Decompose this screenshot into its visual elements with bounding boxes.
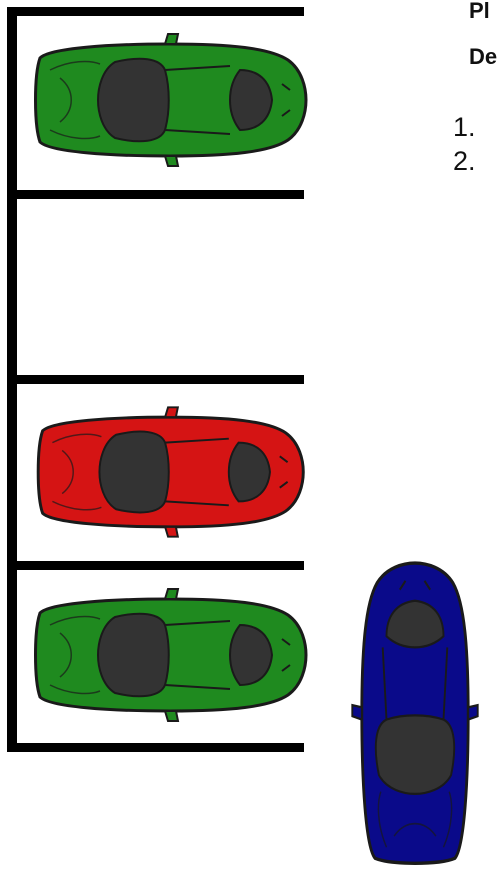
parking-line-2 [7, 190, 304, 199]
instruction-heading-line2: De [469, 44, 497, 70]
parking-line-4 [7, 561, 304, 570]
parked-green-car-2 [36, 589, 307, 721]
parking-line-3 [7, 375, 304, 384]
parked-green-car-1 [36, 34, 307, 166]
instruction-heading-line1: Pl [469, 0, 490, 24]
instruction-list-marker-2: 2. [453, 146, 476, 177]
parked-red-car [38, 407, 303, 536]
player-blue-car[interactable] [352, 563, 477, 863]
parking-line-5 [7, 743, 304, 752]
instruction-list-marker-1: 1. [453, 112, 476, 143]
parking-line-1 [7, 7, 304, 16]
